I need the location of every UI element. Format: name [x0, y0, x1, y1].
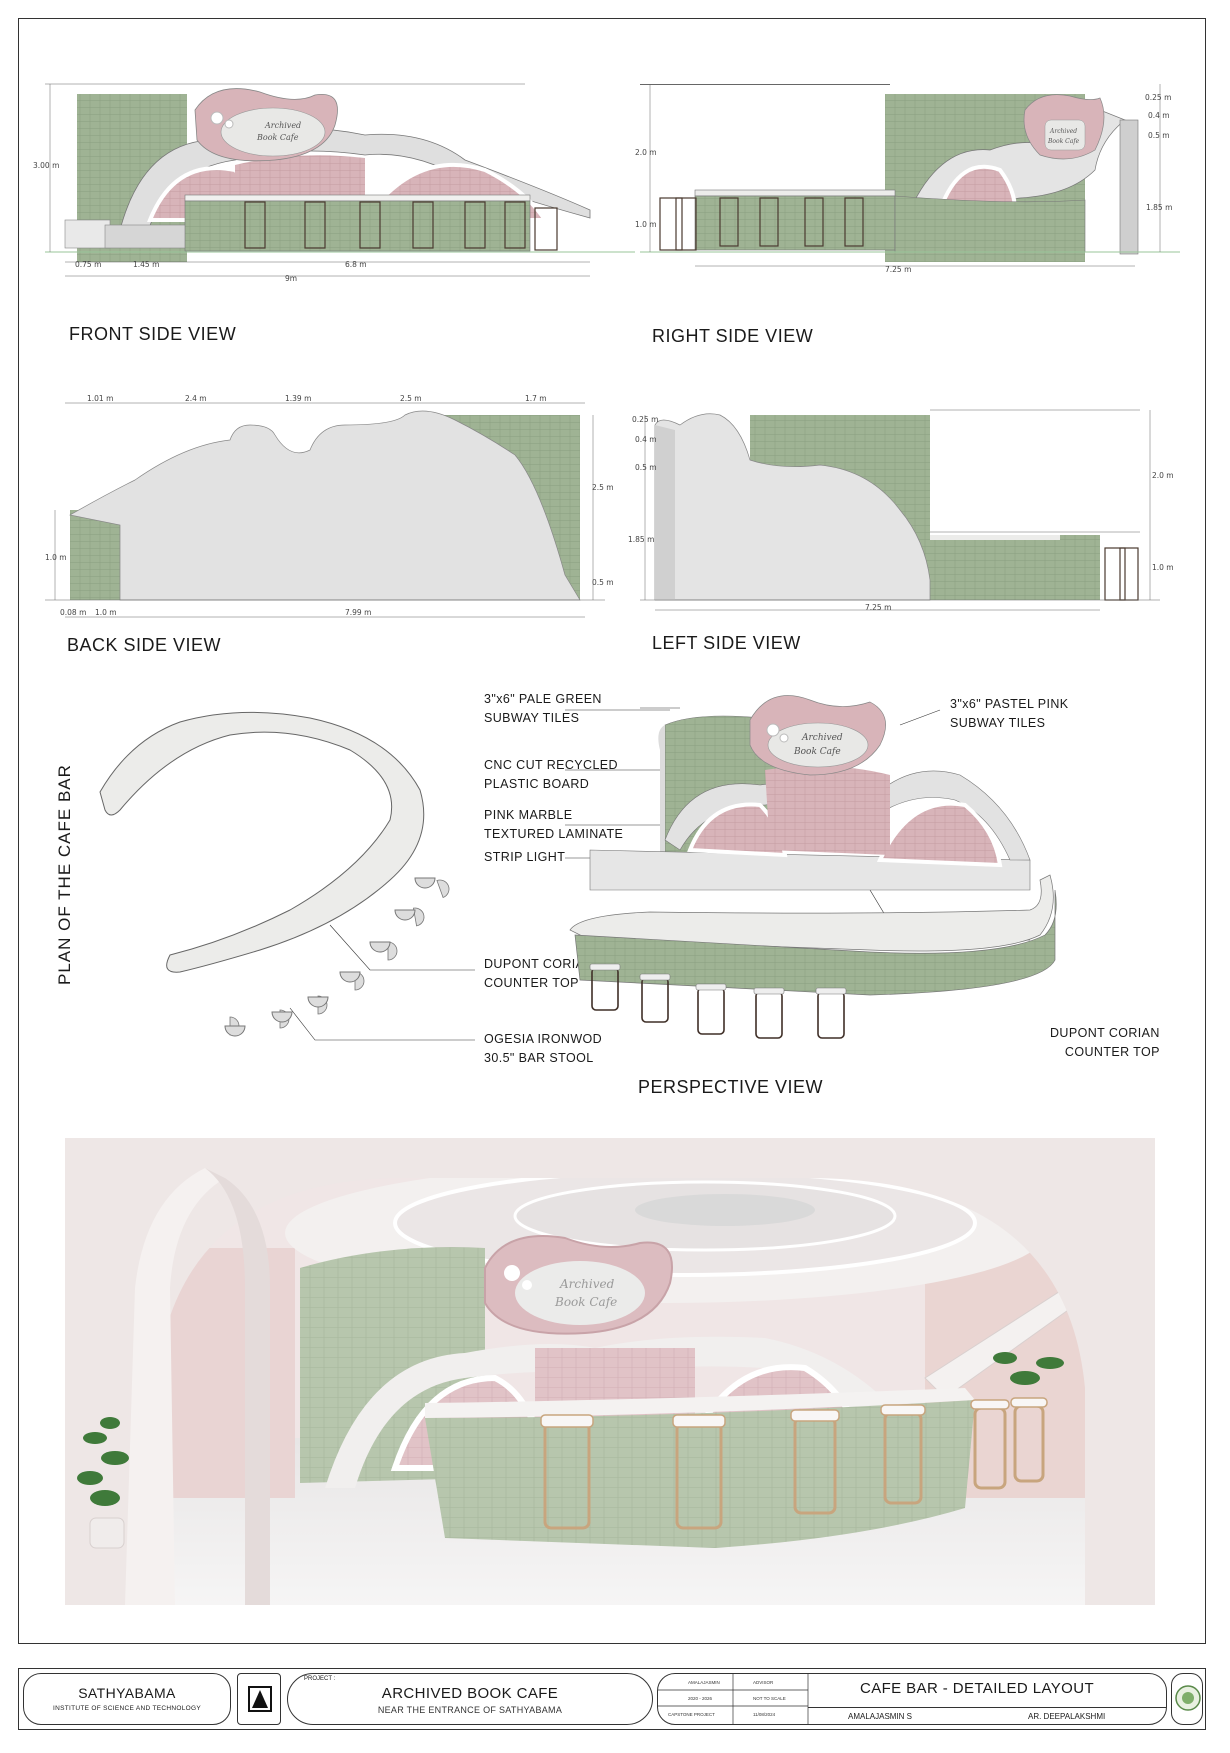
- dim-h2: 1.0 m: [635, 220, 657, 229]
- institution-sub: INSTITUTE OF SCIENCE AND TECHNOLOGY: [53, 1705, 201, 1712]
- dim-h-right: 2.5 m: [592, 483, 614, 492]
- dim-length: 7.25 m: [865, 603, 891, 612]
- left-side-view: 0.25 m 0.4 m 0.5 m 1.85 m 2.0 m 1.0 m 7.…: [628, 400, 1185, 653]
- front-side-view: Archived Book Cafe 3.00 m 0.75 m 1.45 m …: [33, 80, 645, 344]
- left-shell: [654, 413, 931, 601]
- dim-h-right: 2.0 m: [1152, 471, 1174, 480]
- project-box: PROJECT : ARCHIVED BOOK CAFE NEAR THE EN…: [287, 1673, 653, 1725]
- back-shell: [69, 410, 581, 601]
- dim-d2: 1.45 m: [133, 260, 159, 269]
- guide-name: AR. DEEPALAKSHMI: [1028, 1712, 1106, 1721]
- info-grid: AMALAJASMIN ADVISOR 2020 - 2026 NOT TO S…: [658, 1674, 809, 1724]
- counter-top: [184, 194, 531, 202]
- dim-d1: 0.75 m: [75, 260, 101, 269]
- render-sign-text-1: Archived: [559, 1277, 615, 1291]
- dim-t4: 2.5 m: [400, 394, 422, 403]
- counter-body: [574, 889, 1057, 996]
- svg-text:Book Cafe: Book Cafe: [1047, 138, 1080, 145]
- dim-r3: 0.5 m: [1148, 131, 1170, 140]
- dim-r1: 0.25 m: [1145, 93, 1171, 102]
- photo-render: Archived Book Cafe: [65, 1138, 1155, 1605]
- back-side-view: 1.01 m 2.4 m 1.39 m 2.5 m 1.7 m 2.5 m 1.…: [45, 394, 645, 655]
- project-title: ARCHIVED BOOK CAFE: [381, 1685, 559, 1702]
- logo-box: [237, 1673, 281, 1725]
- sign-text-1: Archived: [264, 121, 301, 130]
- perspective-view: Archived Book Cafe: [565, 690, 1190, 1070]
- counter-top: [569, 874, 1054, 952]
- perspective-view-title: PERSPECTIVE VIEW: [638, 1077, 824, 1097]
- dim-total: 9m: [285, 274, 297, 283]
- render-sign-text-2: Book Cafe: [554, 1295, 617, 1309]
- counter-body: [184, 200, 531, 252]
- project-label: PROJECT :: [304, 1676, 336, 1682]
- left-view-title: LEFT SIDE VIEW: [652, 633, 801, 653]
- right-view-title: RIGHT SIDE VIEW: [652, 326, 814, 346]
- student-name: AMALAJASMIN S: [848, 1712, 913, 1721]
- dim-d3: 6.8 m: [345, 260, 367, 269]
- svg-text:Archived: Archived: [1049, 128, 1077, 135]
- dim-t1: 1.01 m: [87, 394, 113, 403]
- dim-r2: 0.4 m: [1148, 111, 1170, 120]
- dim-l3: 0.5 m: [635, 463, 657, 472]
- plan-title: PLAN OF THE CAFE BAR: [55, 764, 74, 985]
- drawing-title: CAFE BAR - DETAILED LAYOUT: [859, 1680, 1095, 1697]
- title-block: SATHYABAMA INSTITUTE OF SCIENCE AND TECH…: [18, 1668, 1206, 1730]
- institution-box: SATHYABAMA INSTITUTE OF SCIENCE AND TECH…: [23, 1673, 231, 1725]
- dim-h-left: 1.0 m: [45, 553, 67, 562]
- dim-t5: 1.7 m: [525, 394, 547, 403]
- emblem-box: [1171, 1673, 1203, 1725]
- dim-t3: 1.39 m: [285, 394, 311, 403]
- front-view-title: FRONT SIDE VIEW: [69, 324, 237, 344]
- back-view-title: BACK SIDE VIEW: [67, 635, 222, 655]
- dim-r4: 1.85 m: [1146, 203, 1172, 212]
- credits-row: AMALAJASMIN S AR. DEEPALAKSHMI: [808, 1707, 1166, 1724]
- plan-view: [90, 710, 475, 1041]
- dim-height: 3.00 m: [33, 161, 59, 170]
- perspective-sign-text-1: Archived: [801, 733, 843, 743]
- perspective-sign-text-2: Book Cafe: [793, 747, 841, 757]
- emblem-icon: [1175, 1685, 1201, 1711]
- dim-h1: 2.0 m: [635, 148, 657, 157]
- arch-frame: [65, 1138, 1155, 1605]
- logo-icon: [248, 1686, 272, 1712]
- sign-text-2: Book Cafe: [256, 133, 299, 142]
- dim-b2: 1.0 m: [95, 608, 117, 617]
- drawing-info-box: AMALAJASMIN ADVISOR 2020 - 2026 NOT TO S…: [657, 1673, 1167, 1725]
- right-side-view: Archived Book Cafe 2.0 m 1.0 m 0.25 m 0.…: [635, 80, 1185, 346]
- counter-plan: [99, 711, 425, 973]
- note-strip-light: STRIP LIGHT: [484, 850, 566, 864]
- dim-length: 7.25 m: [885, 265, 911, 274]
- dim-h-low: 0.5 m: [592, 578, 614, 587]
- dim-t2: 2.4 m: [185, 394, 207, 403]
- institution-name: SATHYABAMA: [78, 1685, 176, 1701]
- project-sub: NEAR THE ENTRANCE OF SATHYABAMA: [377, 1705, 563, 1715]
- dim-l1: 0.25 m: [632, 415, 658, 424]
- dim-b3: 7.99 m: [345, 608, 371, 617]
- dim-l4: 1.85 m: [628, 535, 654, 544]
- dim-b1: 0.08 m: [60, 608, 86, 617]
- dim-h-low: 1.0 m: [1152, 563, 1174, 572]
- dim-l2: 0.4 m: [635, 435, 657, 444]
